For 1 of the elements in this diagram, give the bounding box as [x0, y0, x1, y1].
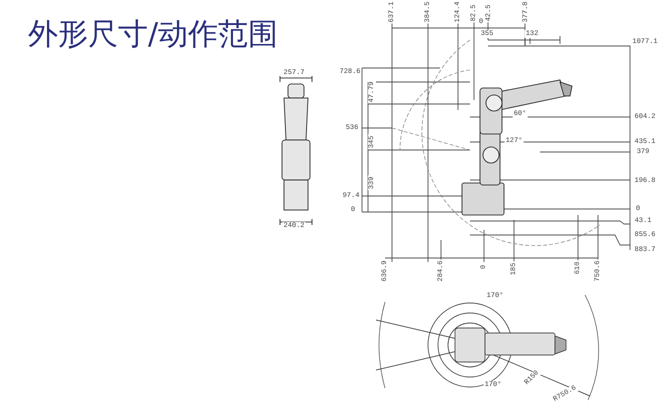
title: 外形尺寸/动作范围 — [28, 16, 278, 54]
